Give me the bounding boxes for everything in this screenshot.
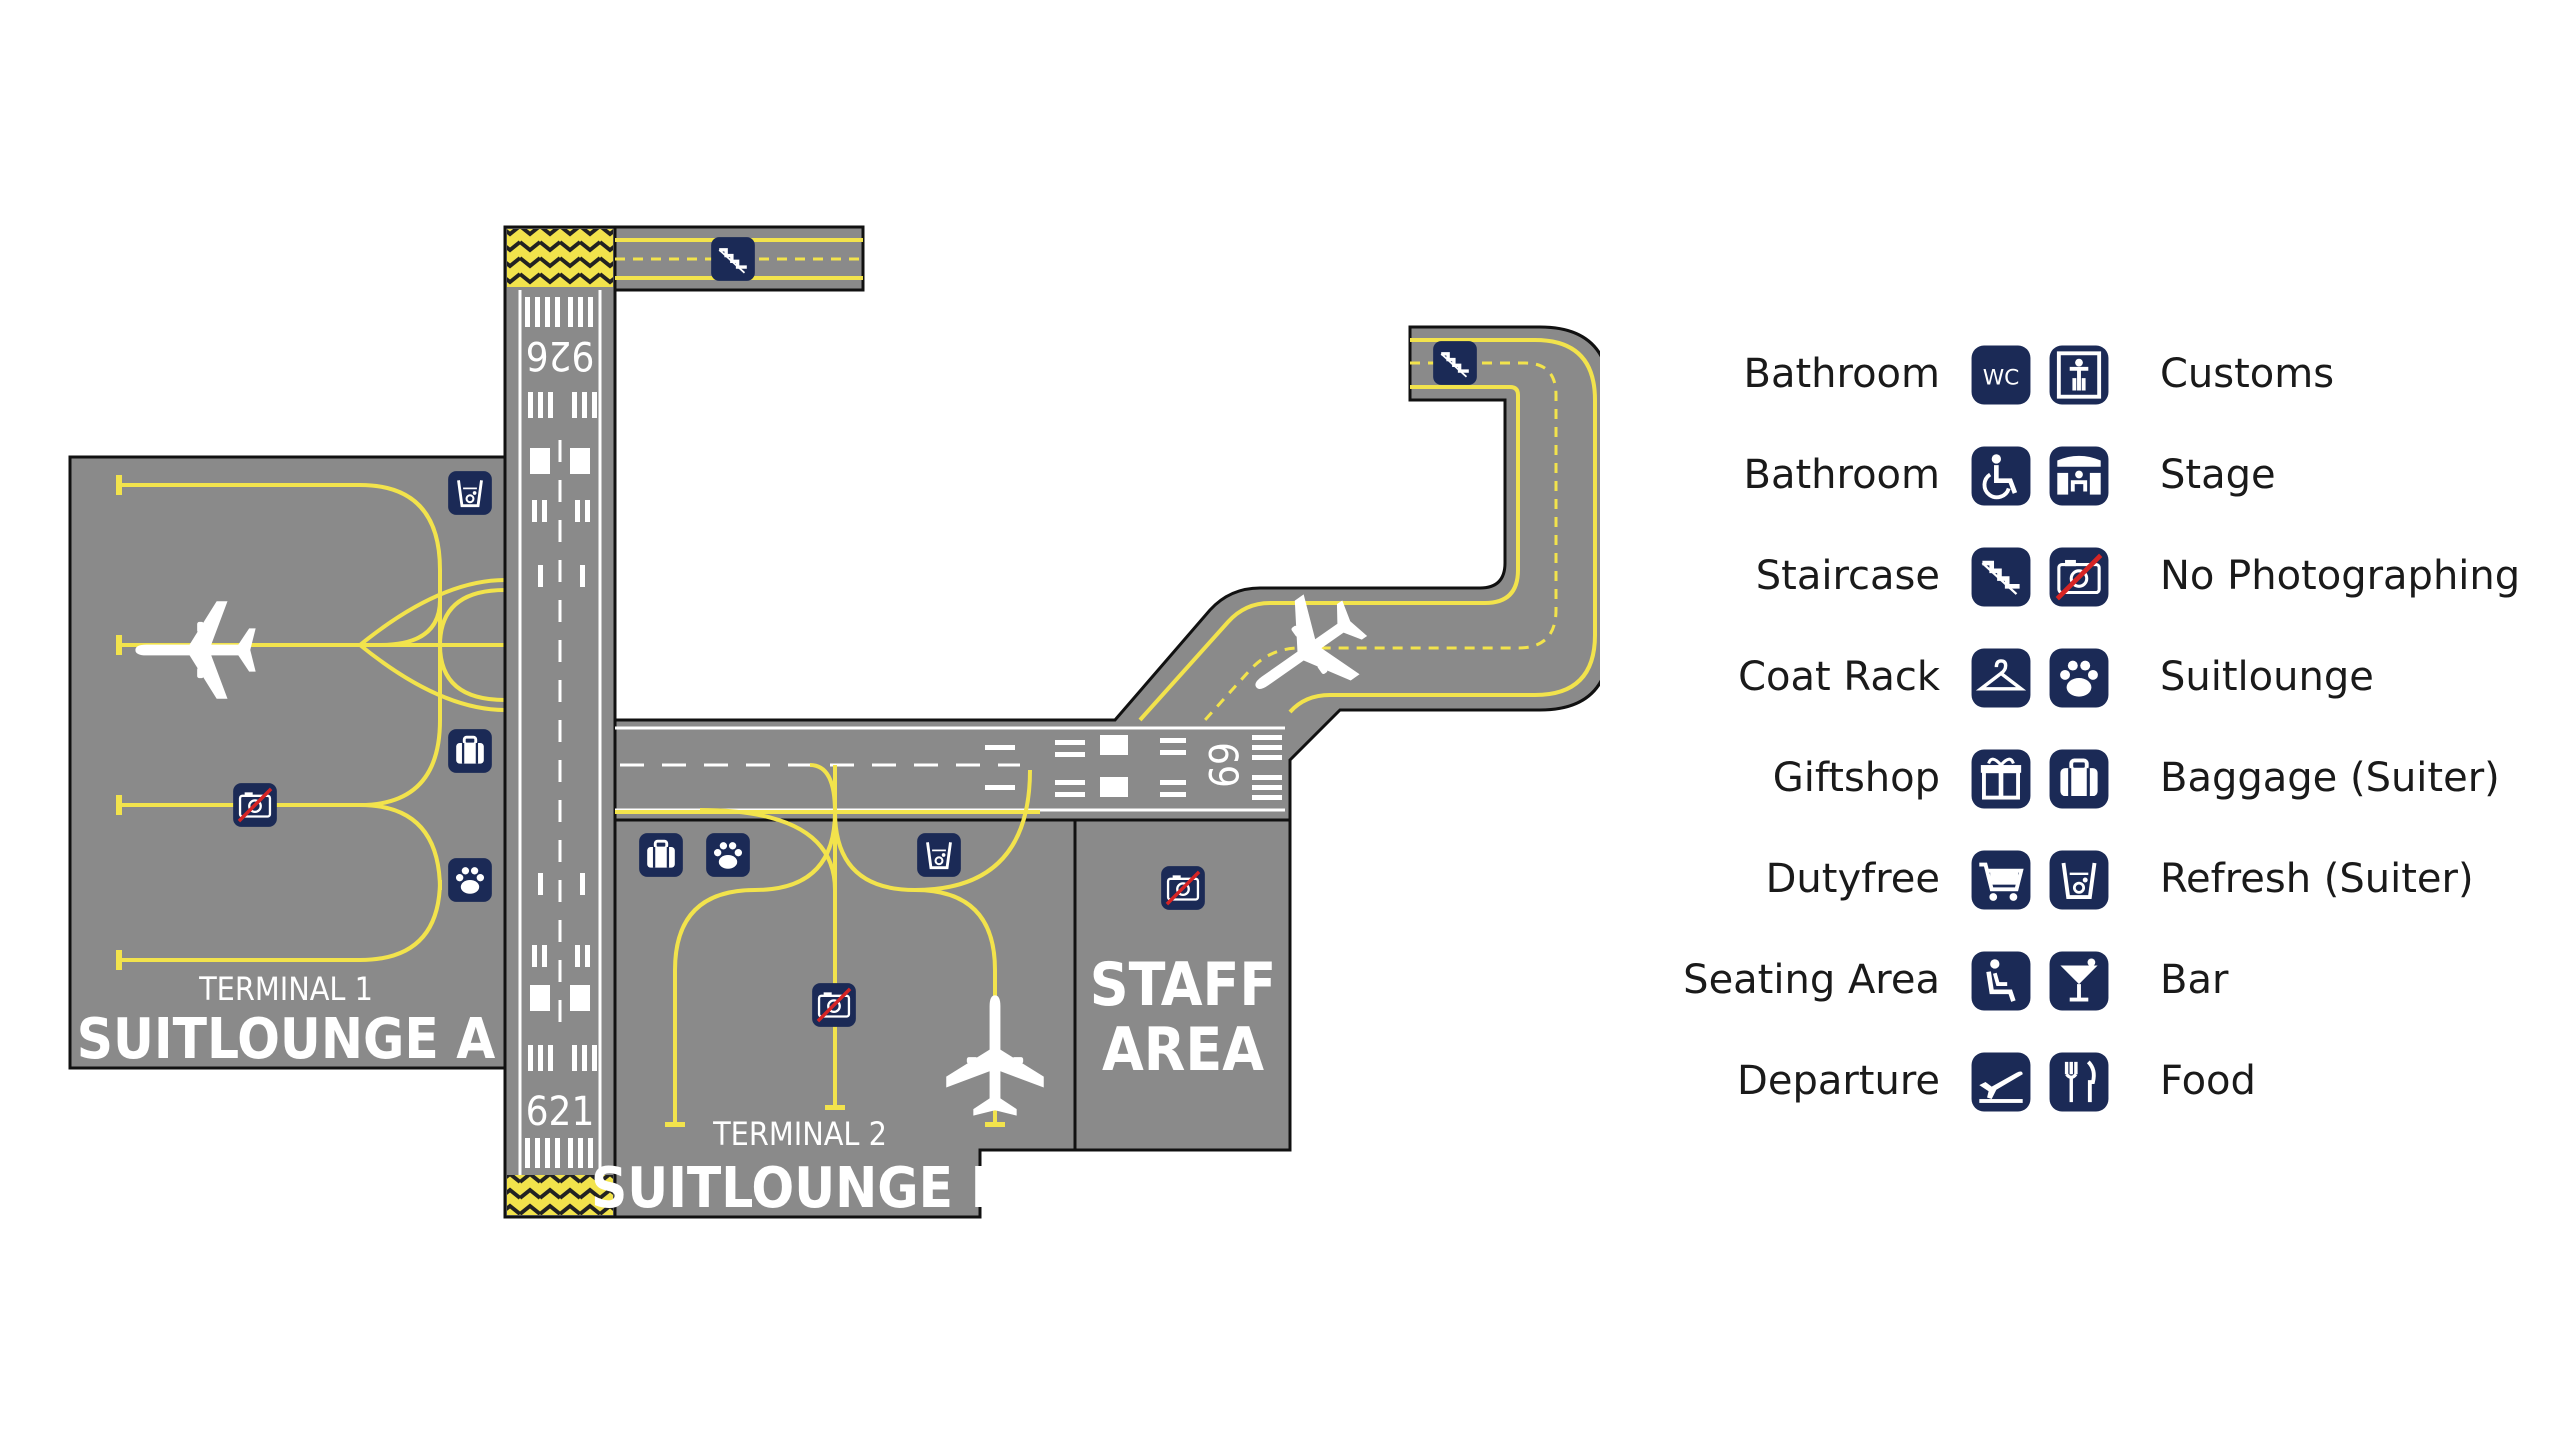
terminal-2-apron: TERMINAL 2 SUITLOUNGE B — [591, 763, 1077, 1221]
legend-item: Suitlounge — [2049, 643, 2540, 713]
legend-label: Customs — [2160, 351, 2335, 397]
departure-icon — [1971, 1052, 2031, 1112]
wc-icon — [1971, 345, 2031, 405]
legend-item: Giftshop — [1640, 744, 1940, 814]
legend-item: Stage — [2048, 441, 2540, 511]
paw-icon — [706, 833, 750, 877]
legend-item: Departure — [1640, 1047, 2031, 1117]
legend-item: Dutyfree — [1640, 845, 2032, 915]
legend-label: No Photographing — [2160, 553, 2521, 599]
staff-area-line2: AREA — [1102, 1015, 1264, 1085]
staff-area-line1: STAFF — [1090, 950, 1277, 1020]
legend-label: Food — [2160, 1058, 2256, 1104]
legend-label: Staircase — [1755, 553, 1940, 599]
runway-1-bottom-number: 621 — [526, 1089, 595, 1135]
staff-area: STAFF AREA — [1073, 818, 1292, 1152]
refresh-icon — [2048, 849, 2110, 911]
cutlery-icon — [2048, 1051, 2110, 1113]
legend-label: Bathroom — [1743, 452, 1940, 498]
legend-item: Refresh (Suiter) — [2048, 845, 2540, 915]
coat-hanger-icon — [1970, 647, 2032, 709]
legend-item: Customs — [2048, 340, 2540, 410]
baggage-icon — [2048, 748, 2110, 810]
terminal-2-name: SUITLOUNGE B — [591, 1156, 1009, 1221]
seat-icon — [1970, 950, 2032, 1012]
no-camera-icon — [811, 982, 857, 1028]
legend-item: No Photographing — [2160, 542, 2540, 612]
runway-2-number: 69 — [1199, 742, 1245, 788]
refresh-icon — [916, 832, 962, 878]
cocktail-icon — [2048, 950, 2110, 1012]
no-camera-icon — [2048, 546, 2110, 608]
staircase-icon — [1432, 340, 1478, 386]
legend-item: Baggage (Suiter) — [2048, 744, 2540, 814]
legend-label: Stage — [2160, 452, 2276, 498]
legend-item: Bathroom — [1640, 441, 1940, 511]
legend-label: Suitlounge — [2160, 654, 2374, 700]
legend-item: Staircase — [1640, 542, 1940, 612]
legend-label: Bar — [2160, 957, 2229, 1003]
legend-item: Bar — [2048, 946, 2540, 1016]
runway-2: 69 — [613, 325, 1600, 822]
refresh-icon — [447, 470, 493, 516]
top-taxiway — [613, 225, 865, 292]
terminal-2-sublabel: TERMINAL 2 — [712, 1115, 887, 1153]
terminal-1-sublabel: TERMINAL 1 — [198, 970, 373, 1008]
baggage-icon — [447, 728, 493, 774]
terminal-1-name: SUITLOUNGE A — [77, 1007, 496, 1072]
legend-label: Bathroom — [1743, 351, 1940, 397]
legend-label: Baggage (Suiter) — [2160, 755, 2500, 801]
legend-label: Refresh (Suiter) — [2160, 856, 2474, 902]
terminal-1-apron: TERMINAL 1 SUITLOUNGE A — [68, 455, 507, 1072]
wheelchair-icon — [1970, 445, 2032, 507]
legend-label: Giftshop — [1772, 755, 1940, 801]
legend-item: Bathroom — [1640, 340, 2031, 410]
no-camera-icon — [1160, 865, 1206, 911]
legend-label: Departure — [1737, 1058, 1940, 1104]
paw-icon — [448, 858, 492, 902]
paw-icon — [2049, 648, 2109, 708]
legend-label: Seating Area — [1683, 957, 1940, 1003]
stage-icon — [2048, 445, 2110, 507]
legend-label: Dutyfree — [1765, 856, 1940, 902]
legend-item: Food — [2048, 1047, 2540, 1117]
legend-item: Coat Rack — [1640, 643, 2032, 713]
shopping-cart-icon — [1970, 849, 2032, 911]
gift-icon — [1970, 748, 2032, 810]
customs-icon — [2048, 344, 2110, 406]
baggage-icon — [638, 832, 684, 878]
runway-1-top-number: 926 — [526, 332, 595, 378]
staircase-icon — [710, 236, 756, 282]
runway-1: 926 621 — [503, 225, 617, 1219]
staircase-icon — [1970, 546, 2032, 608]
legend-label: Coat Rack — [1738, 654, 1940, 700]
airport-map: TERMINAL 1 SUITLOUNGE A — [68, 225, 1600, 1221]
legend-item: Seating Area — [1640, 946, 1940, 1016]
no-camera-icon — [232, 782, 278, 828]
